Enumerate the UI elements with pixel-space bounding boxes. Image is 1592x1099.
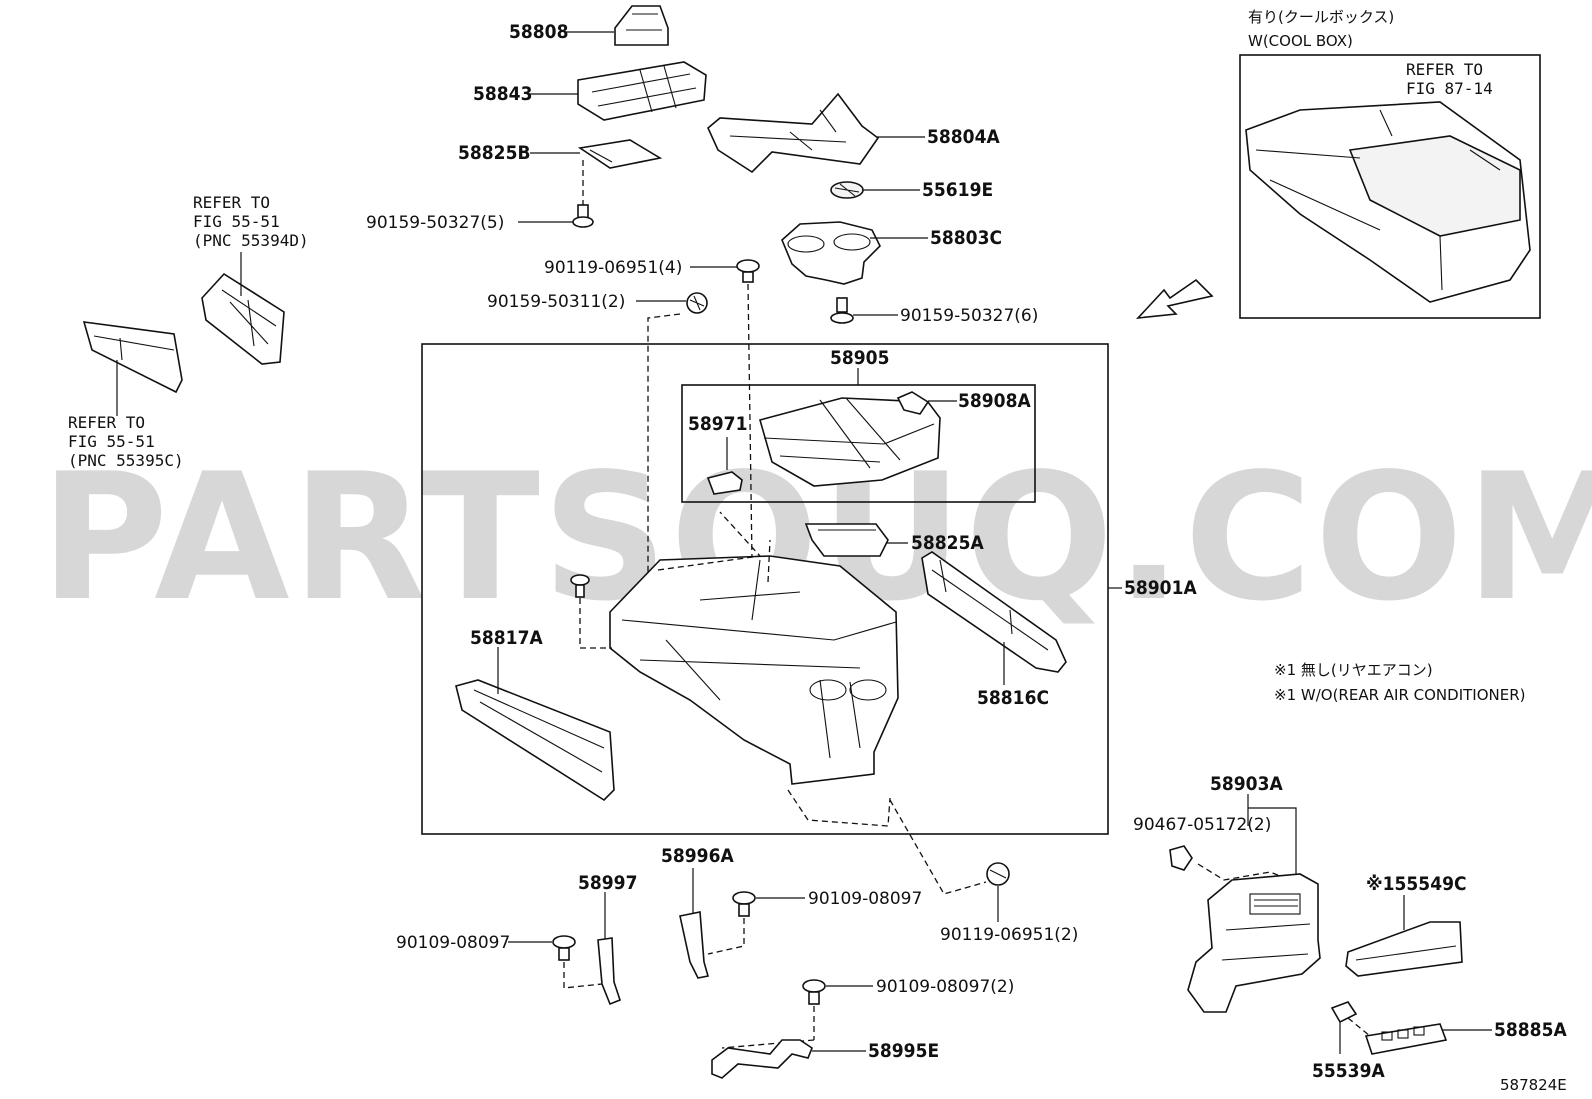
bolt-90159-50311-2: [686, 292, 708, 314]
part-58905-console-lid: [759, 397, 941, 487]
label-58901A: 58901A: [1124, 577, 1197, 599]
label-58996A: 58996A: [661, 845, 734, 867]
bolt-90119-06951-2: [986, 862, 1010, 886]
part-58825B-tray: [577, 139, 663, 169]
dash-console-top: [657, 511, 771, 583]
label-58808: 58808: [509, 21, 568, 43]
dash-55539A: [1347, 1017, 1371, 1037]
bolt-90109-08097-mid: [732, 891, 756, 917]
label-55549C: ※155549C: [1366, 873, 1467, 895]
label-90109-08097-mid: 90109-08097: [808, 889, 922, 909]
part-58817A-side-panel: [455, 679, 615, 802]
dash-58997: [563, 962, 603, 989]
label-58816C: 58816C: [977, 687, 1049, 709]
label-58843: 58843: [473, 83, 532, 105]
cool-box-ref-line2: FIG 87-14: [1406, 79, 1493, 98]
label-90109-08097-left: 90109-08097: [396, 933, 510, 953]
note-en: ※1 W/O(REAR AIR CONDITIONER): [1274, 686, 1526, 704]
note-jp: ※1 無し(リヤエアコン): [1274, 661, 1433, 679]
label-90109-08097-2: 90109-08097(2): [876, 977, 1014, 997]
dash-90159-50311-2: [647, 313, 681, 588]
label-90467-05172-2: 90467-05172(2): [1133, 815, 1271, 835]
cool-box-ref-line1: REFER TO: [1406, 60, 1483, 79]
part-cool-box-console: [1245, 101, 1531, 303]
label-58995E: 58995E: [868, 1040, 939, 1062]
clip-90467-05172: [1169, 845, 1193, 871]
label-90159-50327-6: 90159-50327(6): [900, 306, 1038, 326]
label-58903A: 58903A: [1210, 773, 1283, 795]
part-ref-55394D: [201, 272, 285, 365]
bolt-90109-08097-2: [802, 979, 826, 1005]
label-58905: 58905: [830, 347, 889, 369]
label-55619E: 55619E: [922, 179, 993, 201]
leader-58903A: [1247, 794, 1297, 884]
label-58825B: 58825B: [458, 142, 531, 164]
label-58825A: 58825A: [911, 532, 984, 554]
bolt-90109-08097-left: [552, 935, 576, 961]
cool-box-en: W(COOL BOX): [1248, 32, 1353, 50]
part-58803C-cup-holder: [781, 221, 881, 285]
part-58885A-switch-panel: [1364, 1023, 1448, 1055]
part-55619E-mat: [830, 181, 864, 199]
part-58971-latch: [706, 471, 743, 495]
label-58997: 58997: [578, 872, 637, 894]
bolt-90159-50327-5: [572, 204, 594, 228]
label-90159-50311-2: 90159-50311(2): [487, 292, 625, 312]
part-58903A-rear-panel: [1187, 873, 1321, 1013]
bolt-90119-06951-4: [736, 259, 760, 283]
part-55539A-switch: [1330, 1001, 1358, 1024]
part-58825A-tray: [804, 523, 889, 557]
label-58803C: 58803C: [930, 227, 1002, 249]
label-90119-06951-2: 90119-06951(2): [940, 925, 1078, 945]
part-58816C-trim: [921, 551, 1067, 673]
label-55539A: 55539A: [1312, 1060, 1385, 1082]
part-55549C-cover: [1345, 921, 1463, 977]
assembly-frame-58901A: [421, 343, 1109, 835]
part-ref-55395C: [82, 321, 183, 394]
part-58804A-console-trim: [707, 92, 880, 174]
ref-55394D-line2: FIG 55-51: [193, 212, 280, 231]
label-58817A: 58817A: [470, 627, 543, 649]
diagram-code: 587824E: [1500, 1076, 1567, 1094]
dash-90119-06951-4: [747, 283, 753, 561]
label-58804A: 58804A: [927, 126, 1000, 148]
ref-55395C-line3: (PNC 55395C): [68, 451, 184, 470]
part-58995E-bracket: [711, 1039, 813, 1079]
dash-screw-left: [579, 598, 612, 649]
part-58908A-clip: [896, 391, 930, 415]
label-90119-06951-4: 90119-06951(4): [544, 258, 682, 278]
dash-90119-06951-2: [889, 799, 987, 895]
label-58908A: 58908A: [958, 390, 1031, 412]
ref-55395C-line1: REFER TO: [68, 413, 145, 432]
part-console-body: [609, 555, 899, 785]
ref-55395C-line2: FIG 55-51: [68, 432, 155, 451]
bolt-90159-50327-6: [830, 297, 854, 324]
label-90159-50327-5: 90159-50327(5): [366, 213, 504, 233]
part-58996A-bracket: [679, 911, 710, 979]
cool-box-frame: [1239, 54, 1541, 319]
dash-90467: [1197, 863, 1291, 881]
dash-console-bottom: [787, 789, 891, 827]
subassembly-frame-58905: [681, 384, 1036, 503]
part-58808-shift-boot: [614, 5, 669, 46]
screw-left-body: [570, 574, 590, 598]
cool-box-jp: 有り(クールボックス): [1248, 8, 1394, 26]
part-58997-bracket: [597, 937, 621, 1006]
direction-arrow: [1135, 278, 1214, 320]
ref-55394D-line1: REFER TO: [193, 193, 270, 212]
part-58843-shift-bezel: [577, 61, 707, 121]
dash-58996A: [707, 918, 745, 955]
label-58971: 58971: [688, 413, 747, 435]
ref-55394D-line3: (PNC 55394D): [193, 231, 309, 250]
label-58885A: 58885A: [1494, 1019, 1567, 1041]
